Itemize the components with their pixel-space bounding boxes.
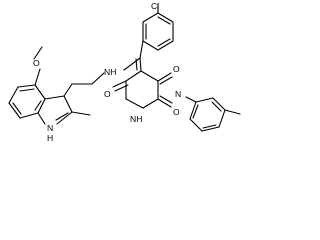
bond-inner — [19, 88, 35, 92]
chemical-structure-diagram: Cl O NH O N O O NH N H — [8, 1, 241, 143]
indole-h-label: H — [47, 133, 53, 143]
bond — [142, 12, 159, 23]
bond-inner — [192, 104, 199, 119]
bond — [195, 97, 214, 103]
bond — [112, 80, 127, 88]
bond-inner — [211, 101, 222, 112]
methoxy-oxygen-label: O — [33, 58, 40, 68]
bond — [142, 98, 159, 109]
bond-double — [114, 84, 129, 92]
bond — [34, 68, 41, 86]
bond-double — [159, 95, 173, 104]
bond — [125, 70, 142, 82]
amine-label: NH — [104, 67, 116, 77]
bond — [17, 84, 36, 88]
bond — [140, 70, 159, 82]
bond — [157, 12, 174, 23]
structure-canvas: Cl O NH O N O O NH N H — [8, 1, 241, 143]
bond — [139, 40, 144, 59]
bond — [8, 86, 19, 104]
bond — [224, 109, 241, 115]
bond-double — [55, 112, 69, 121]
bond — [201, 126, 220, 132]
carbonyl-left-oxygen-label: O — [104, 89, 111, 99]
bond — [37, 98, 46, 114]
bond — [91, 72, 105, 85]
bond — [189, 118, 203, 132]
bond — [71, 111, 91, 116]
pyrimidine-n1-label: N — [175, 89, 181, 99]
bond-inner — [34, 100, 42, 111]
bond-inner — [157, 16, 171, 25]
atom-labels: Cl O NH O N O O NH N H — [33, 1, 181, 143]
bond — [185, 96, 197, 103]
bond — [125, 98, 144, 109]
chlorine-label: Cl — [151, 1, 159, 11]
bond — [157, 40, 174, 51]
bond — [142, 40, 159, 51]
bond — [123, 57, 141, 71]
bond — [56, 111, 73, 125]
bond — [63, 83, 73, 97]
bond-inner — [157, 38, 171, 47]
bond — [44, 95, 65, 100]
bond — [218, 109, 226, 128]
bond — [8, 102, 21, 119]
bond-inner — [12, 102, 22, 115]
bond — [157, 98, 172, 108]
carbonyl-right-oxygen-label: O — [173, 107, 180, 117]
bond — [157, 72, 172, 82]
pyrimidine-nh-label: NH — [130, 114, 142, 124]
bond — [139, 57, 142, 72]
bond-network — [8, 3, 241, 132]
bond — [33, 46, 43, 60]
bond — [34, 84, 46, 100]
bond — [63, 95, 73, 113]
bond — [19, 112, 39, 119]
indole-n-label: N — [47, 123, 53, 133]
bond-double — [159, 76, 173, 85]
bond — [37, 112, 46, 125]
bond — [212, 97, 226, 111]
carbonyl-top-oxygen-label: O — [173, 64, 180, 74]
bond-inner — [202, 124, 217, 129]
bond — [189, 101, 197, 120]
